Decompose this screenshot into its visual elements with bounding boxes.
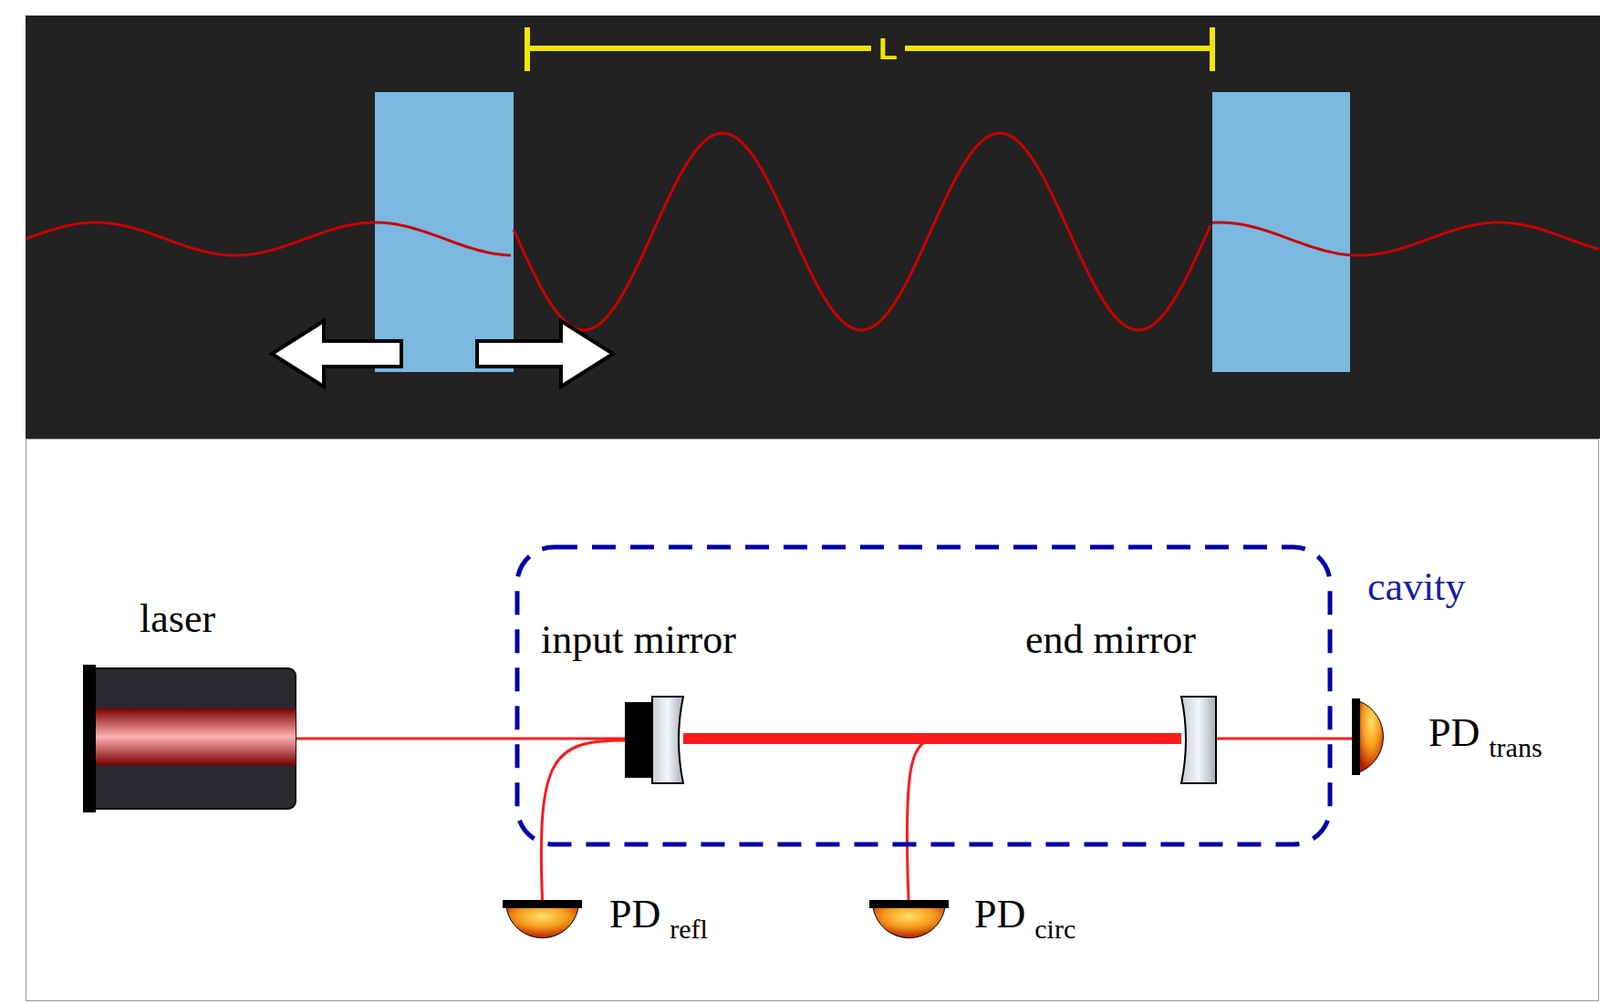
label-group: input mirror [540,620,737,661]
part-label: cavity [1367,564,1466,610]
laser-beam [1215,737,1352,741]
cavity-box: cavityinput mirrorend mirror [515,545,1332,847]
part-label: input mirror [540,617,737,663]
part-label: PD [1428,710,1480,756]
laser-beam [683,733,1182,745]
wave [25,222,511,256]
laser-beam [540,740,625,901]
dark-panel [25,15,1600,439]
part-label: laser [139,596,216,642]
subscript: trans [1488,732,1542,763]
end-mirror-shape [1181,696,1216,784]
frame [26,439,1600,1002]
part-label: PD [609,892,661,937]
part-label: PD [974,892,1026,937]
move-arrow [271,321,402,387]
subscript: circ [1034,914,1076,945]
photodiode: PDrefl [502,900,582,945]
label-group: cavity [1367,567,1466,608]
end-mirror: end mirror [1181,696,1216,784]
input-mirror: input mirror [624,696,684,784]
photodiode-shape [502,900,582,945]
laser-source: laser [86,668,296,810]
photodiode-shape [869,900,949,945]
wave [1212,222,1600,256]
input-mirror-shape [624,696,684,784]
length-bar [527,27,1213,72]
mirror-block [374,92,514,373]
photodiode: PDtrans [1351,698,1398,776]
mirror-block [1212,92,1351,373]
label-group: laser [139,599,216,640]
part-label: end mirror [1025,617,1196,663]
laser-source-shape [86,668,296,810]
laser-beam [295,737,625,741]
label-group: PDtrans [1428,713,1543,754]
wave [513,133,1211,331]
photodiode-shape [1351,698,1398,776]
label-group: end mirror [1025,620,1196,661]
photodiode: PDcirc [869,900,949,945]
label-group: PDrefl [609,894,708,936]
pickoff-beam [906,738,938,901]
length-label: L [871,32,905,64]
move-arrow [477,321,613,387]
label-group: PDcirc [974,894,1076,936]
subscript: refl [669,914,708,945]
